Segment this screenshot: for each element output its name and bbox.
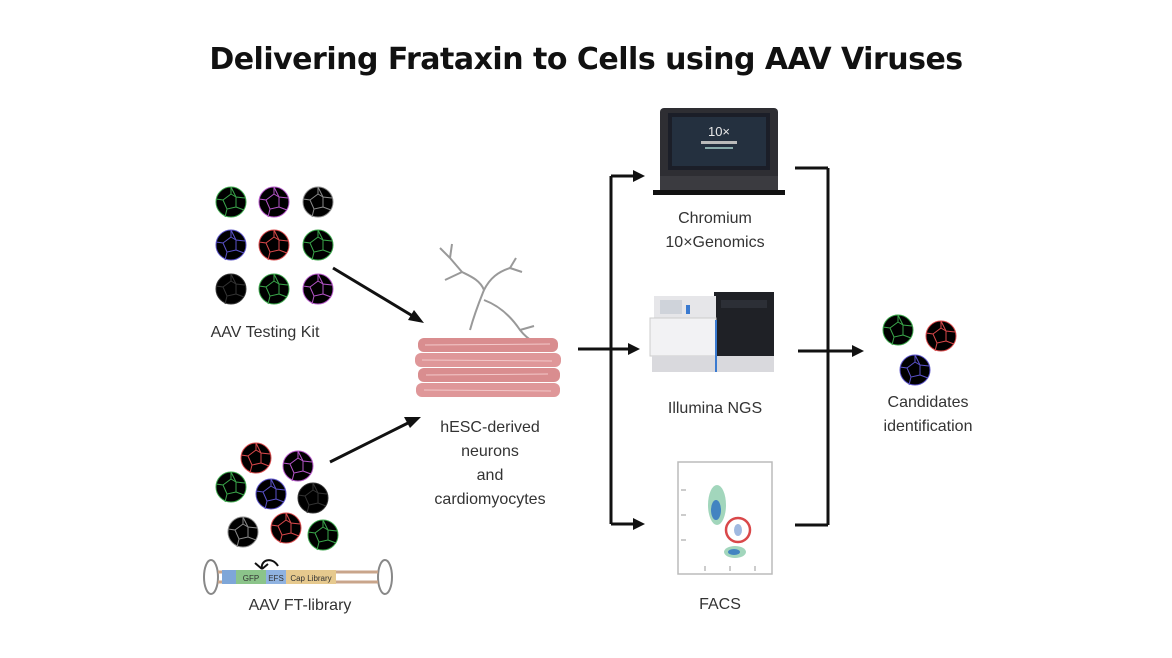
input-arrows — [329, 266, 424, 464]
illumina-sequencer — [649, 292, 774, 372]
virus-red — [270, 512, 302, 544]
virus-green — [882, 314, 914, 346]
plasmid-gfp-label: GFP — [243, 574, 259, 583]
hesc-label-line2: neurons — [461, 443, 519, 460]
virus-red — [240, 442, 272, 474]
facs-gate-circle — [724, 516, 752, 544]
chromium-screen-text: 10× — [708, 124, 730, 139]
candidates-label-line2: identification — [883, 418, 973, 435]
hesc-label-line3: and — [476, 467, 504, 484]
candidate-viruses — [882, 314, 957, 386]
virus-blue — [255, 478, 287, 510]
virus-gray — [302, 186, 334, 218]
hesc-label-line4: cardiomyocytes — [434, 491, 546, 508]
aav-kit-label: AAV Testing Kit — [210, 324, 320, 341]
chromium-label-line1: Chromium — [678, 210, 752, 227]
candidates-label-line1: Candidates — [887, 394, 969, 411]
virus-blue — [899, 354, 931, 386]
virus-green — [258, 273, 290, 305]
hesc-label-line1: hESC-derived — [440, 419, 540, 436]
aav-library-label: AAV FT-library — [248, 597, 352, 614]
virus-red — [258, 229, 290, 261]
virus-black — [297, 482, 329, 514]
diagram-title: Delivering Frataxin to Cells using AAV V… — [209, 42, 963, 77]
plasmid-promoter — [222, 570, 236, 584]
branch-arrows — [578, 170, 645, 530]
plasmid-cap-label: Cap Library — [290, 574, 331, 583]
chromium-label-line2: 10×Genomics — [665, 234, 765, 251]
plasmid-efs-segment — [266, 570, 286, 584]
candidates-label: Candidates identification — [858, 391, 998, 439]
plasmid-cap-segment — [286, 570, 336, 584]
plasmid-efs-label: EFS — [268, 574, 284, 583]
merge-arrows — [795, 166, 864, 527]
facs-label: FACS — [699, 596, 741, 613]
virus-purple — [302, 273, 334, 305]
virus-green — [307, 519, 339, 551]
plasmid-construct: GFP EFS Cap Library — [203, 559, 393, 595]
virus-blue — [215, 229, 247, 261]
chromium-instrument: 10× — [653, 108, 785, 195]
virus-purple — [258, 186, 290, 218]
virus-green — [215, 471, 247, 503]
illumina-label: Illumina NGS — [667, 400, 763, 417]
chromium-label: Chromium 10×Genomics — [640, 207, 790, 255]
virus-purple — [282, 450, 314, 482]
hesc-label: hESC-derived neurons and cardiomyocytes — [405, 416, 575, 512]
virus-gray — [227, 516, 259, 548]
aav-testing-kit-viruses — [215, 186, 334, 305]
virus-green — [302, 229, 334, 261]
aav-library-viruses — [215, 442, 339, 551]
virus-black — [215, 273, 247, 305]
plasmid-gfp-segment — [236, 570, 266, 584]
cardiomyocyte-tissue — [415, 338, 561, 397]
virus-red — [925, 320, 957, 352]
neuron-drawing — [439, 243, 549, 346]
facs-plot — [677, 461, 773, 575]
virus-green — [215, 186, 247, 218]
